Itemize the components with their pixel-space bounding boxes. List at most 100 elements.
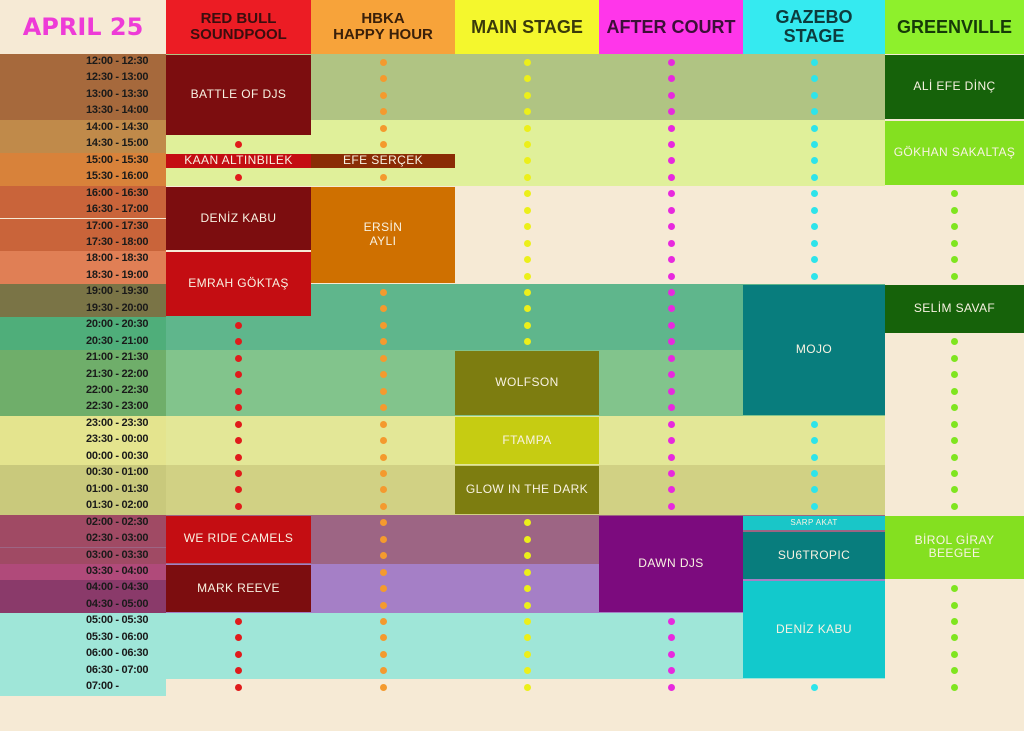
timeline-dot [810,420,818,428]
performer-block[interactable]: SARP AKAT [743,515,885,531]
timeline-dot [951,634,958,642]
performer-block[interactable]: MARK REEVE [166,564,311,613]
timeline-dot [523,305,531,313]
performer-block[interactable]: GÖKHAN SAKALTAŞ [885,120,1024,185]
timeline-dot [667,108,675,116]
timeline-dot [379,387,387,395]
time-row-stripe [0,514,166,532]
performer-block[interactable]: FTAMPA [455,416,599,465]
timeline-dot [379,338,387,346]
time-row-stripe [0,580,166,597]
performer-block[interactable]: DENİZ KABU [166,186,311,251]
time-row-stripe [0,448,166,466]
timeline-dot [235,420,242,428]
time-row-stripe [0,218,166,235]
time-row-stripe [0,86,166,104]
timeline-dot [523,601,531,609]
time-slot-label: 20:30 - 21:00 [86,334,149,347]
timeline-dot [810,683,818,691]
time-slot-label: 21:30 - 22:00 [86,367,149,380]
timeline-dot [951,239,958,247]
timeline-dot [810,91,818,99]
timeline-dot [667,634,675,642]
timeline-dot [951,190,958,198]
time-row-stripe [0,185,166,203]
time-row-stripe [0,350,166,367]
performer-block[interactable]: EFE SERÇEK [311,153,455,169]
performer-block[interactable]: WE RIDE CAMELS [166,515,311,563]
timeline-dot [523,321,531,329]
timeline-dot [379,453,387,461]
performer-block[interactable]: GLOW IN THE DARK [455,466,599,514]
time-slot-label: 22:00 - 22:30 [86,384,149,396]
timeline-dot [235,618,242,626]
time-slot-label: 07:00 - [86,680,119,693]
timeline-dot [667,683,675,691]
performer-block[interactable]: DAWN DJS [599,515,743,613]
timeline-dot [951,486,958,494]
timeline-dot [235,486,242,494]
time-row-stripe [0,234,166,252]
time-slot-label: 05:00 - 05:30 [86,614,149,627]
timeline-dot [379,371,387,379]
time-slot-label: 23:00 - 23:30 [86,416,149,429]
timeline-dot [379,91,387,99]
time-row-stripe [0,103,166,120]
timeline-dot [379,469,387,477]
timeline-dot [523,634,531,642]
performer-block[interactable]: SELİM SAVAF [885,285,1024,333]
timeline-dot [379,108,387,116]
timeline-dot [810,75,818,83]
timeline-dot [810,453,818,461]
time-slot-label: 21:00 - 21:30 [86,351,149,364]
timeline-dot [951,354,958,362]
time-slot-label: 16:30 - 17:00 [86,203,149,216]
timeline-dot [667,667,675,675]
timeline-dot [810,502,818,510]
time-slot-label: 06:30 - 07:00 [86,663,149,676]
timeline-dot [951,371,958,379]
timeline-dot [951,272,958,280]
timeline-dot [810,190,818,198]
timeline-dot [523,223,531,231]
time-row-stripe [0,646,166,663]
timeline-dot [523,338,531,346]
timeline-dot [810,206,818,214]
timeline-dot [667,486,675,494]
time-slot-label: 14:30 - 15:00 [86,137,149,150]
timeline-dot [379,305,387,313]
timeline-dot [523,667,531,675]
timeline-dot [523,173,531,181]
time-row-stripe [0,136,166,153]
timeline-dot [379,519,387,527]
performer-block[interactable]: BATTLE OF DJS [166,55,311,136]
performer-block[interactable]: MOJO [743,285,885,415]
performer-block[interactable]: SU6TROPIC [743,532,885,580]
time-row-stripe [0,152,166,170]
timeline-dot [379,552,387,560]
performer-block[interactable]: KAAN ALTINBILEK [166,153,311,169]
time-slot-label: 00:30 - 01:00 [86,466,149,479]
performer-block[interactable]: DENİZ KABU [743,581,885,679]
performer-block[interactable]: BİROL GİRAY BEEGEE [885,515,1024,580]
timeline-dot [667,157,675,165]
timeline-dot [951,420,958,428]
time-slot-label: 01:30 - 02:00 [86,499,149,512]
time-slot-label: 02:30 - 03:00 [86,532,149,545]
performer-block[interactable]: EMRAH GÖKTAŞ [166,252,311,317]
performer-block[interactable]: ERSİN AYLI [311,186,455,284]
time-slot-label: 16:00 - 16:30 [86,186,149,199]
time-slot-label: 01:00 - 01:30 [86,482,149,495]
timeline-dot [523,289,531,297]
timeline-dot [667,239,675,247]
timeline-dot [667,420,675,428]
timeline-dot [667,371,675,379]
time-row-stripe [0,465,166,482]
stage-header-redbull: RED BULL SOUNDPOOL [166,0,311,54]
timeline-dot [379,585,387,593]
performer-block[interactable]: WOLFSON [455,351,599,415]
time-row-stripe [0,547,166,564]
time-row-stripe [0,629,166,647]
time-slot-label: 15:00 - 15:30 [86,153,149,166]
performer-block[interactable]: ALİ EFE DİNÇ [885,55,1024,119]
